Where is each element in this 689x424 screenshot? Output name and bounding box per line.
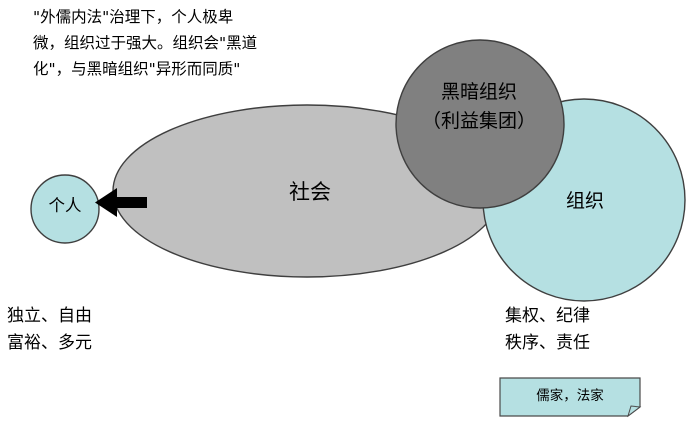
left-values-note: 独立、自由 富裕、多元 (7, 306, 92, 353)
individual-circle[interactable] (30, 174, 100, 244)
caption-text: "外儒内法"治理下，个人极卑 微，组织过于强大。组织会"黑道 化"，与黑暗组织"… (33, 8, 258, 78)
schools-box-label: 儒家，法家 (536, 388, 604, 404)
pressure-arrow (95, 188, 147, 217)
schools-box-shape (499, 377, 642, 418)
schools-box[interactable]: 儒家，法家 (500, 378, 640, 416)
dark-organization-circle[interactable] (395, 39, 565, 209)
right-values-note: 集权、纪律 秩序、责任 (505, 306, 590, 353)
